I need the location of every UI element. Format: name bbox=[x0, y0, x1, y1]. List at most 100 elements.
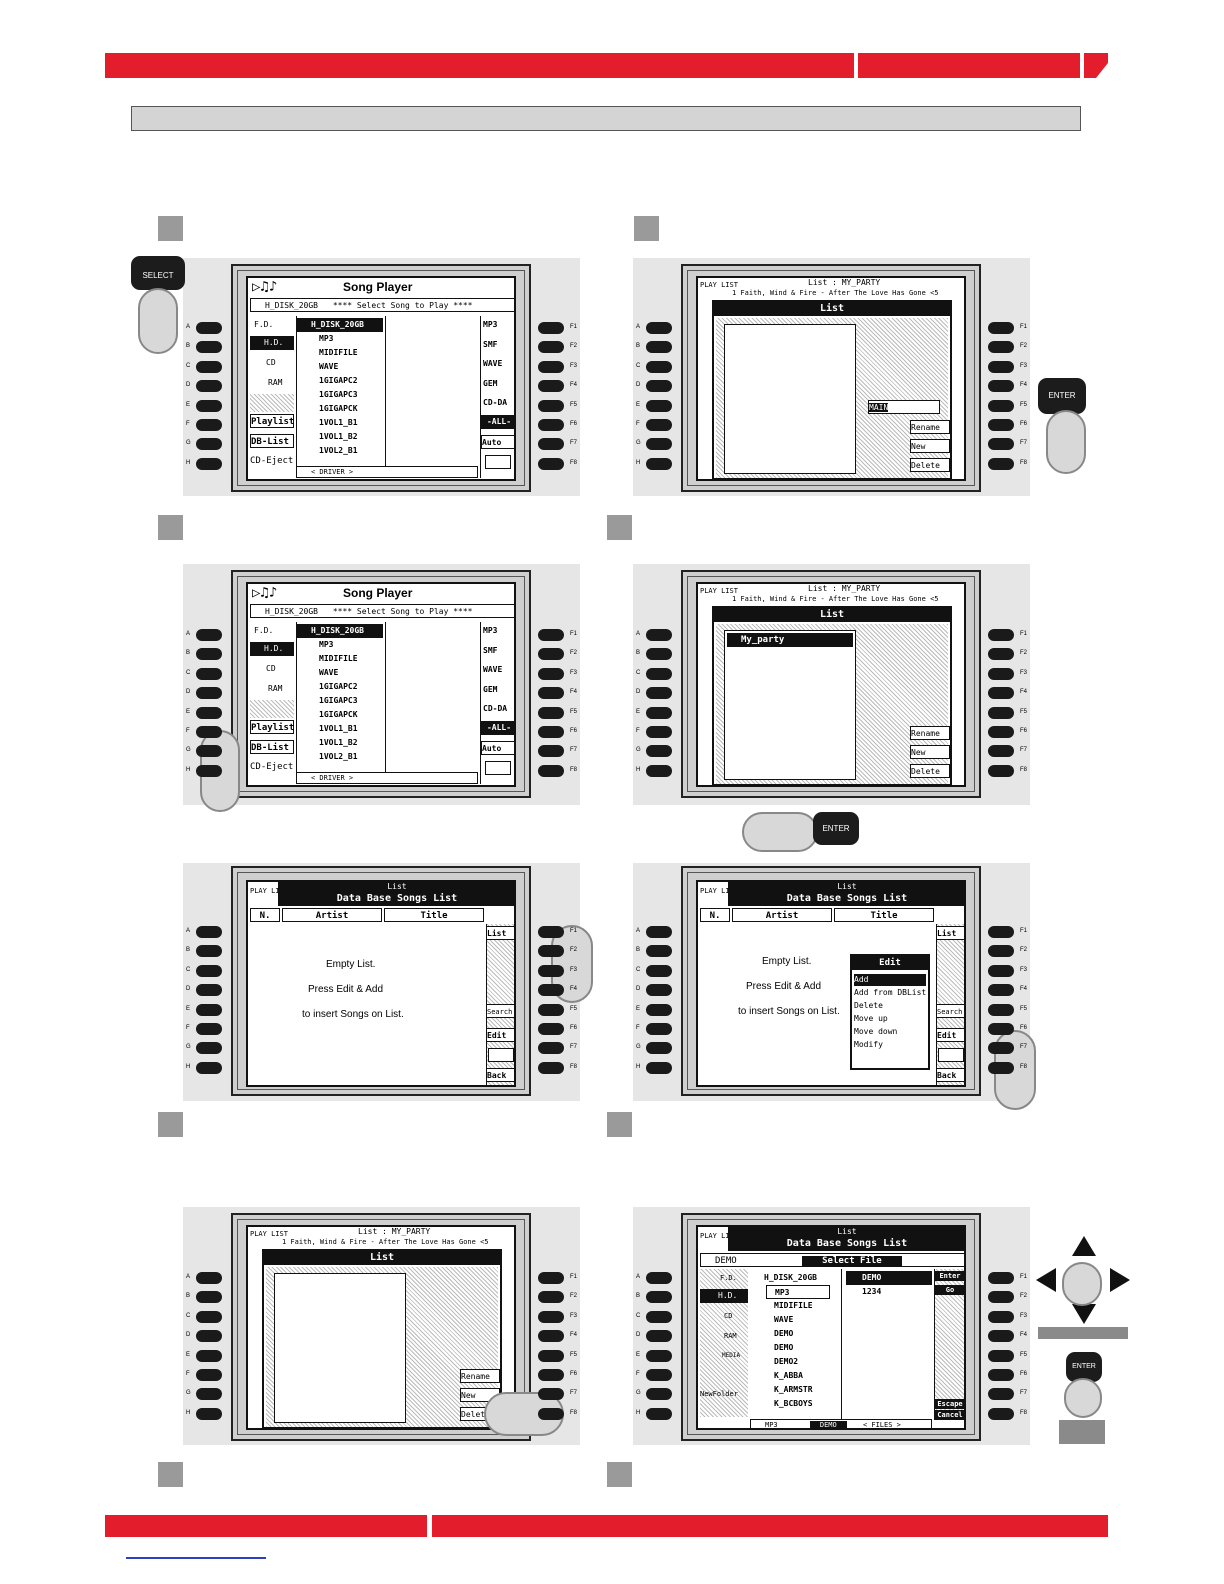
side-button-left[interactable] bbox=[196, 945, 222, 958]
list-item[interactable]: My_party bbox=[727, 633, 853, 647]
side-button-right[interactable] bbox=[988, 399, 1014, 412]
side-button-left[interactable] bbox=[196, 984, 222, 997]
side-button-right[interactable] bbox=[988, 1291, 1014, 1304]
side-button-left[interactable] bbox=[646, 1310, 672, 1323]
side-button-right[interactable] bbox=[988, 1042, 1014, 1055]
list-item[interactable]: DEMO bbox=[774, 1343, 794, 1352]
list-item[interactable]: DEMO bbox=[846, 1271, 932, 1285]
cd-da-filter[interactable]: CD-DA bbox=[483, 704, 508, 713]
menu-item-add-from-dblist[interactable]: Add from DBList bbox=[854, 988, 927, 997]
list-item[interactable]: K_BCBOYS bbox=[774, 1399, 813, 1408]
new-button[interactable]: New bbox=[910, 745, 950, 759]
delete-button[interactable]: Delete bbox=[910, 764, 950, 778]
wave-filter[interactable]: WAVE bbox=[483, 359, 503, 368]
cd-button[interactable]: CD bbox=[266, 664, 276, 673]
gem-filter[interactable]: GEM bbox=[483, 685, 498, 694]
hd-button[interactable]: H.D. bbox=[250, 336, 294, 350]
new-button[interactable]: New bbox=[910, 439, 950, 453]
side-button-right[interactable] bbox=[988, 964, 1014, 977]
side-button-left[interactable] bbox=[646, 1330, 672, 1343]
side-button-left[interactable] bbox=[646, 1349, 672, 1362]
side-button-left[interactable] bbox=[196, 964, 222, 977]
side-button-right[interactable] bbox=[538, 1369, 564, 1381]
dpad-down-arrow[interactable] bbox=[1072, 1304, 1096, 1324]
side-button-left[interactable] bbox=[646, 1003, 672, 1016]
side-button-left[interactable] bbox=[646, 726, 672, 738]
list-item[interactable]: 1VOL1_B2 bbox=[319, 738, 358, 747]
side-button-right[interactable] bbox=[988, 1369, 1014, 1381]
list-item[interactable]: K_ABBA bbox=[774, 1371, 803, 1380]
side-button-left[interactable] bbox=[196, 667, 222, 680]
cd-eject-button[interactable]: CD-Eject bbox=[250, 456, 294, 466]
side-button-left[interactable] bbox=[646, 1061, 672, 1074]
side-button-left[interactable] bbox=[646, 1272, 672, 1284]
list-item[interactable]: 1234 bbox=[862, 1287, 882, 1296]
side-button-right[interactable] bbox=[988, 322, 1014, 334]
search-button[interactable]: Search bbox=[486, 1004, 514, 1018]
side-button-left[interactable] bbox=[196, 726, 222, 738]
side-button-left[interactable] bbox=[196, 1003, 222, 1016]
list-button[interactable]: List bbox=[936, 926, 964, 940]
side-button-left[interactable] bbox=[646, 1291, 672, 1304]
gem-filter[interactable]: GEM bbox=[483, 379, 498, 388]
select-key[interactable]: SELECT bbox=[131, 256, 185, 290]
side-button-right[interactable] bbox=[988, 457, 1014, 470]
side-button-right[interactable] bbox=[988, 1407, 1014, 1420]
enter-go-button[interactable]: Enter bbox=[934, 1271, 964, 1281]
menu-item-delete[interactable]: Delete bbox=[854, 1001, 883, 1010]
list-item[interactable]: H_DISK_20GB bbox=[764, 1273, 817, 1282]
side-button-right[interactable] bbox=[988, 360, 1014, 373]
ram-button[interactable]: RAM bbox=[724, 1332, 737, 1340]
side-button-right[interactable] bbox=[538, 360, 564, 373]
all-filter[interactable]: -ALL- bbox=[481, 415, 514, 429]
side-button-right[interactable] bbox=[988, 1330, 1014, 1343]
col-title[interactable]: Title bbox=[834, 908, 934, 922]
ram-button[interactable]: RAM bbox=[268, 684, 283, 693]
side-button-right[interactable] bbox=[538, 322, 564, 334]
list-item[interactable]: WAVE bbox=[319, 362, 339, 371]
list-item[interactable]: 1GIGAPC2 bbox=[319, 682, 358, 691]
side-button-left[interactable] bbox=[196, 706, 222, 719]
list-item[interactable]: H_DISK_20GB bbox=[297, 318, 383, 332]
side-button-left[interactable] bbox=[646, 438, 672, 451]
side-button-left[interactable] bbox=[646, 945, 672, 958]
col-number[interactable]: N. bbox=[700, 908, 730, 922]
side-button-right[interactable] bbox=[538, 341, 564, 354]
side-button-right[interactable] bbox=[988, 1310, 1014, 1323]
side-button-right[interactable] bbox=[988, 419, 1014, 431]
db-list-button[interactable]: DB-List bbox=[250, 740, 294, 754]
side-button-left[interactable] bbox=[646, 629, 672, 641]
side-button-left[interactable] bbox=[196, 745, 222, 758]
side-button-right[interactable] bbox=[538, 964, 564, 977]
list-item[interactable]: MP3 bbox=[319, 334, 334, 343]
side-button-left[interactable] bbox=[646, 322, 672, 334]
list-item[interactable]: MIDIFILE bbox=[319, 348, 358, 357]
enter-key[interactable]: ENTER bbox=[1038, 378, 1086, 414]
wave-filter[interactable]: WAVE bbox=[483, 665, 503, 674]
side-button-left[interactable] bbox=[196, 1023, 222, 1035]
list-item[interactable]: 1GIGAPCK bbox=[319, 404, 358, 413]
side-button-right[interactable] bbox=[988, 1272, 1014, 1284]
side-button-right[interactable] bbox=[538, 629, 564, 641]
list-item[interactable]: 1GIGAPCK bbox=[319, 710, 358, 719]
escape-cancel-button[interactable]: Escape bbox=[934, 1399, 964, 1409]
side-button-left[interactable] bbox=[646, 1407, 672, 1420]
list-item[interactable]: 1VOL1_B2 bbox=[319, 432, 358, 441]
col-number[interactable]: N. bbox=[250, 908, 280, 922]
side-button-right[interactable] bbox=[538, 1330, 564, 1343]
list-item[interactable]: WAVE bbox=[774, 1315, 794, 1324]
side-button-left[interactable] bbox=[646, 341, 672, 354]
side-button-right[interactable] bbox=[538, 457, 564, 470]
menu-item-modify[interactable]: Modify bbox=[854, 1040, 883, 1049]
side-button-left[interactable] bbox=[196, 629, 222, 641]
side-button-right[interactable] bbox=[988, 667, 1014, 680]
side-button-right[interactable] bbox=[538, 1042, 564, 1055]
side-button-right[interactable] bbox=[538, 1291, 564, 1304]
list-item[interactable]: DEMO bbox=[774, 1329, 794, 1338]
list-button[interactable]: List bbox=[486, 926, 514, 940]
dpad-up-arrow[interactable] bbox=[1072, 1236, 1096, 1256]
side-button-left[interactable] bbox=[196, 1369, 222, 1381]
side-button-left[interactable] bbox=[646, 648, 672, 661]
side-button-left[interactable] bbox=[646, 984, 672, 997]
side-button-right[interactable] bbox=[988, 706, 1014, 719]
